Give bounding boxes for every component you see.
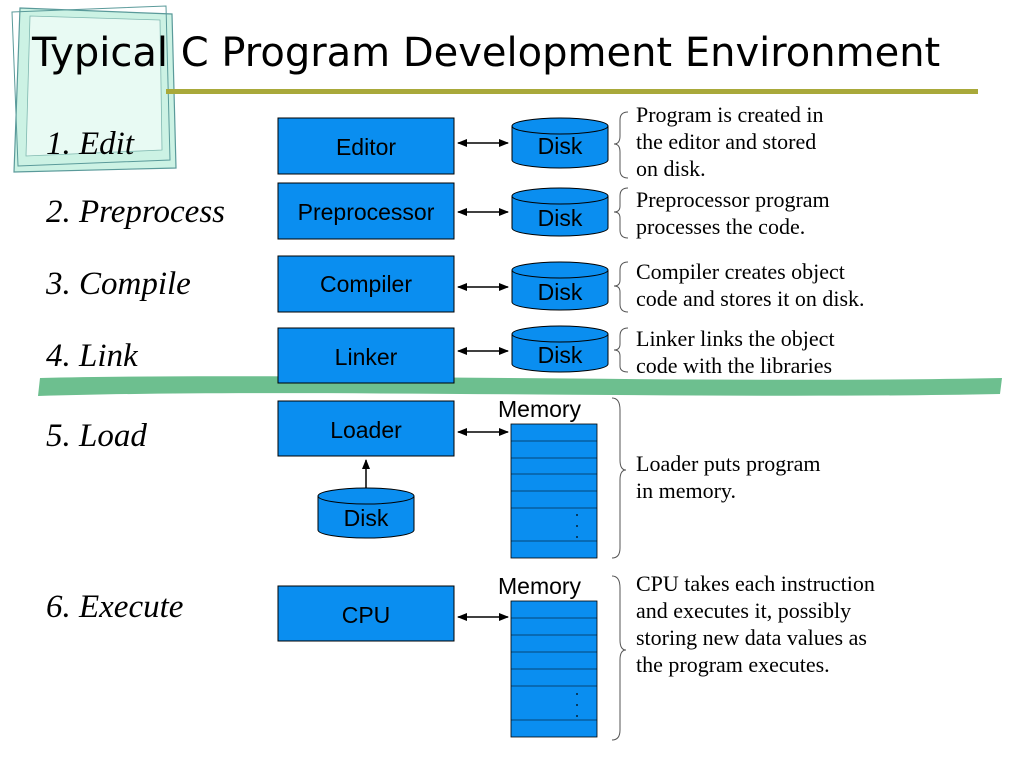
preprocessor-row: Preprocessor Disk — [277, 182, 629, 240]
brace-6 — [611, 575, 627, 741]
loader-box — [277, 400, 455, 457]
brace-4 — [613, 327, 629, 373]
linker-box-label: Linker — [335, 344, 398, 370]
disk-4 — [511, 325, 609, 373]
description-execute: CPU takes each instruction and executes … — [636, 571, 875, 677]
step-label-edit: 1. Edit — [46, 126, 134, 162]
description-preprocess: Preprocessor program processes the code. — [636, 187, 830, 239]
cpu-box — [277, 585, 455, 642]
memory-label-load: Memory — [498, 396, 582, 422]
brace-1 — [613, 111, 629, 179]
preprocessor-box-label: Preprocessor — [298, 199, 435, 225]
editor-box — [277, 117, 455, 175]
disk-1 — [511, 117, 609, 169]
cpu-row: CPU — [277, 575, 627, 741]
brace-3 — [613, 261, 629, 313]
step-label-link: 4. Link — [46, 338, 138, 374]
step-label-load: 5. Load — [46, 418, 147, 454]
step-label-compile: 3. Compile — [46, 266, 191, 302]
description-compile: Compiler creates object code and stores … — [636, 259, 865, 311]
editor-row: Editor Disk — [277, 111, 629, 179]
memory-1 — [510, 423, 598, 559]
loader-box-label: Loader — [330, 417, 402, 443]
disk-2 — [511, 187, 609, 237]
compiler-box-label: Compiler — [320, 271, 412, 297]
compiler-box — [277, 255, 455, 313]
step-label-preprocess: 2. Preprocess — [46, 194, 226, 230]
description-link: Linker links the object code with the li… — [636, 326, 835, 378]
cpu-box-label: CPU — [342, 602, 391, 628]
title-underline — [166, 89, 978, 94]
disk-4-label: Disk — [538, 342, 583, 368]
compiler-row: Compiler Disk — [277, 255, 629, 313]
description-edit: Program is created in the editor and sto… — [636, 102, 824, 181]
linker-row: Linker Disk — [277, 325, 629, 384]
brace-5 — [611, 397, 627, 559]
divider-band — [38, 376, 1002, 396]
slide-title: Typical C Program Development Environmen… — [32, 30, 941, 76]
disk-5-label: Disk — [344, 505, 389, 531]
memory-label-execute: Memory — [498, 573, 582, 599]
description-load: Loader puts program in memory. — [636, 451, 821, 503]
memory-2 — [510, 600, 598, 738]
step-label-execute: 6. Execute — [46, 589, 184, 625]
loader-row: Loader Disk — [277, 397, 627, 559]
disk-1-label: Disk — [538, 133, 583, 159]
disk-3-label: Disk — [538, 279, 583, 305]
preprocessor-box — [277, 182, 455, 240]
disk-5 — [317, 487, 415, 539]
disk-2-label: Disk — [538, 205, 583, 231]
corner-card-decoration — [11, 5, 177, 173]
editor-box-label: Editor — [336, 134, 396, 160]
brace-2 — [613, 187, 629, 239]
disk-3 — [511, 261, 609, 311]
linker-box — [277, 327, 455, 384]
